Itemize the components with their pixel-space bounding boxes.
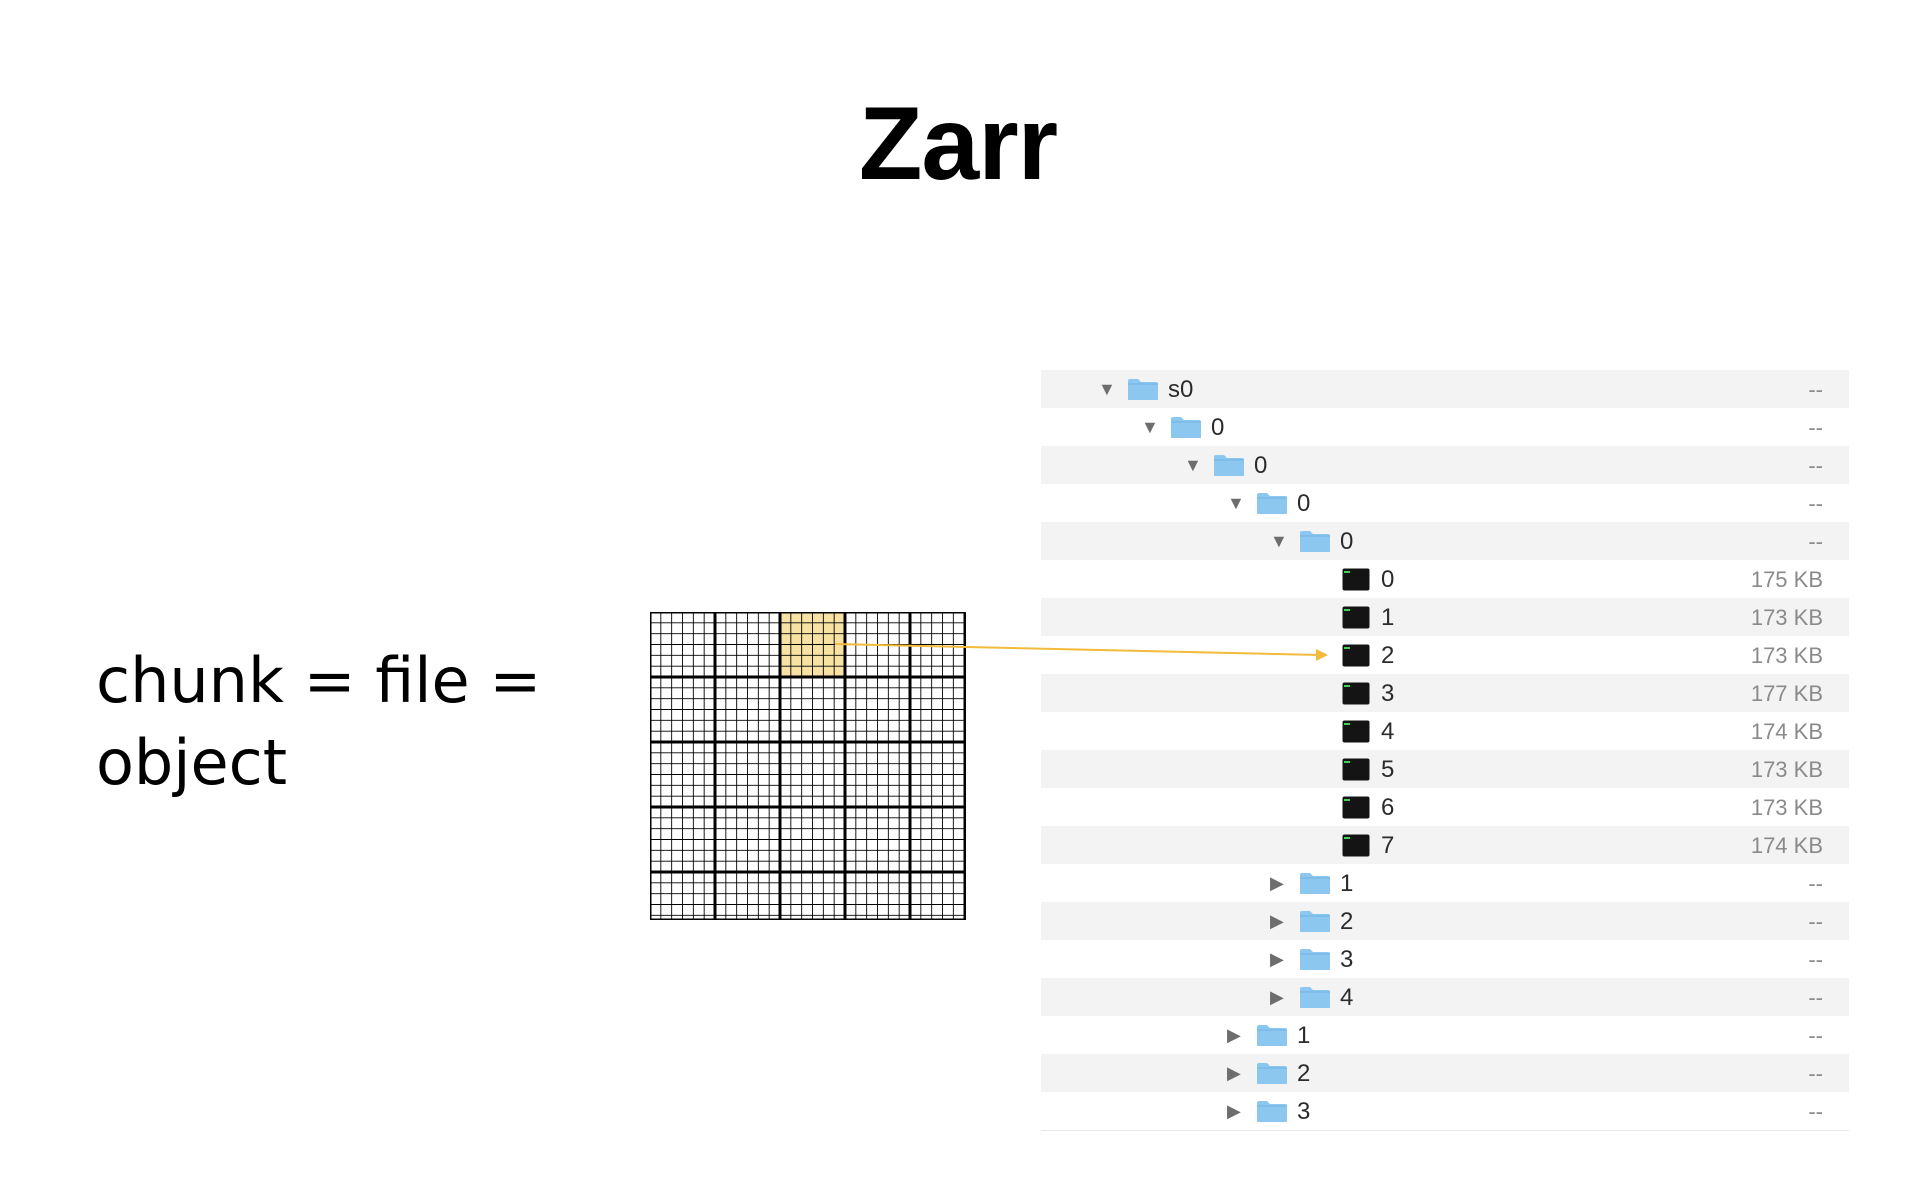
slide-title: Zarr	[858, 86, 1058, 202]
folder-icon	[1256, 1024, 1288, 1047]
disclosure-collapsed-icon[interactable]: ▶	[1270, 949, 1284, 969]
executable-file-icon	[1342, 796, 1370, 819]
tree-item-name: 5	[1381, 756, 1395, 783]
tree-row-folder[interactable]: ▼ s0 --	[1041, 370, 1849, 408]
tree-item-name: 4	[1340, 984, 1354, 1011]
tree-item-size: --	[1808, 453, 1823, 478]
caption-line-2: object	[96, 726, 288, 799]
tree-row-folder[interactable]: ▶ 2 --	[1041, 902, 1849, 940]
tree-item-size: --	[1808, 871, 1823, 896]
tree-item-name: 4	[1381, 718, 1395, 745]
tree-item-size: 173 KB	[1750, 605, 1823, 630]
tree-item-size: 173 KB	[1750, 757, 1823, 782]
disclosure-collapsed-icon[interactable]: ▶	[1227, 1025, 1241, 1045]
tree-row-folder[interactable]: ▼ 0 --	[1041, 522, 1849, 560]
folder-icon	[1170, 416, 1202, 439]
chunk-grid-diagram	[650, 612, 966, 920]
tree-item-name: 1	[1340, 870, 1354, 897]
disclosure-expanded-icon[interactable]: ▼	[1141, 417, 1159, 437]
executable-file-icon	[1342, 682, 1370, 705]
tree-row-file[interactable]: 4 174 KB	[1041, 712, 1849, 750]
tree-item-size: --	[1808, 415, 1823, 440]
tree-item-size: 177 KB	[1750, 681, 1823, 706]
executable-file-icon	[1342, 834, 1370, 857]
tree-item-name: 0	[1381, 566, 1395, 593]
tree-row-file[interactable]: 0 175 KB	[1041, 560, 1849, 598]
tree-item-name: 7	[1381, 832, 1395, 859]
tree-item-name: 3	[1340, 946, 1354, 973]
tree-item-name: s0	[1168, 376, 1194, 403]
tree-item-size: --	[1808, 947, 1823, 972]
tree-row-file[interactable]: 5 173 KB	[1041, 750, 1849, 788]
disclosure-collapsed-icon[interactable]: ▶	[1270, 911, 1284, 931]
tree-row-folder[interactable]: ▼ 0 --	[1041, 408, 1849, 446]
tree-item-size: --	[1808, 1099, 1823, 1124]
tree-item-size: 173 KB	[1750, 795, 1823, 820]
tree-row-file[interactable]: 3 177 KB	[1041, 674, 1849, 712]
tree-item-size: 175 KB	[1750, 567, 1823, 592]
tree-row-folder[interactable]: ▶ 1 --	[1041, 864, 1849, 902]
disclosure-expanded-icon[interactable]: ▼	[1270, 531, 1288, 551]
folder-icon	[1127, 378, 1159, 401]
tree-item-name: 3	[1381, 680, 1395, 707]
tree-item-name: 6	[1381, 794, 1395, 821]
tree-item-size: --	[1808, 491, 1823, 516]
tree-row-folder[interactable]: ▶ 4 --	[1041, 978, 1849, 1016]
disclosure-expanded-icon[interactable]: ▼	[1227, 493, 1245, 513]
caption: chunk = file = object	[96, 640, 616, 804]
tree-row-folder[interactable]: ▶ 3 --	[1041, 1092, 1849, 1131]
tree-row-folder[interactable]: ▼ 0 --	[1041, 484, 1849, 522]
tree-item-name: 0	[1297, 490, 1311, 517]
tree-item-size: --	[1808, 985, 1823, 1010]
tree-item-size: --	[1808, 909, 1823, 934]
tree-item-name: 0	[1340, 528, 1354, 555]
tree-row-folder[interactable]: ▼ 0 --	[1041, 446, 1849, 484]
tree-row-file[interactable]: 6 173 KB	[1041, 788, 1849, 826]
tree-row-file[interactable]: 2 173 KB	[1041, 636, 1849, 674]
disclosure-collapsed-icon[interactable]: ▶	[1270, 873, 1284, 893]
disclosure-collapsed-icon[interactable]: ▶	[1227, 1101, 1241, 1121]
disclosure-collapsed-icon[interactable]: ▶	[1227, 1063, 1241, 1083]
folder-icon	[1256, 1100, 1288, 1123]
tree-row-folder[interactable]: ▶ 1 --	[1041, 1016, 1849, 1054]
tree-item-name: 1	[1381, 604, 1395, 631]
tree-item-name: 1	[1297, 1022, 1311, 1049]
disclosure-expanded-icon[interactable]: ▼	[1184, 455, 1202, 475]
tree-item-name: 0	[1211, 414, 1225, 441]
executable-file-icon	[1342, 644, 1370, 667]
folder-icon	[1256, 492, 1288, 515]
executable-file-icon	[1342, 758, 1370, 781]
folder-icon	[1299, 872, 1331, 895]
tree-row-file[interactable]: 7 174 KB	[1041, 826, 1849, 864]
tree-item-size: --	[1808, 1061, 1823, 1086]
tree-item-size: 173 KB	[1750, 643, 1823, 668]
folder-icon	[1213, 454, 1245, 477]
tree-item-name: 2	[1297, 1060, 1311, 1087]
folder-icon	[1256, 1062, 1288, 1085]
tree-item-size: --	[1808, 377, 1823, 402]
tree-item-name: 2	[1381, 642, 1395, 669]
tree-row-folder[interactable]: ▶ 2 --	[1041, 1054, 1849, 1092]
tree-row-folder[interactable]: ▶ 3 --	[1041, 940, 1849, 978]
folder-icon	[1299, 948, 1331, 971]
tree-item-size: 174 KB	[1750, 719, 1823, 744]
tree-row-file[interactable]: 1 173 KB	[1041, 598, 1849, 636]
folder-icon	[1299, 986, 1331, 1009]
tree-item-size: 174 KB	[1750, 833, 1823, 858]
caption-line-1: chunk = file =	[96, 644, 542, 717]
tree-item-size: --	[1808, 1023, 1823, 1048]
executable-file-icon	[1342, 720, 1370, 743]
disclosure-collapsed-icon[interactable]: ▶	[1270, 987, 1284, 1007]
tree-item-size: --	[1808, 529, 1823, 554]
tree-item-name: 0	[1254, 452, 1268, 479]
folder-icon	[1299, 910, 1331, 933]
executable-file-icon	[1342, 606, 1370, 629]
tree-item-name: 2	[1340, 908, 1354, 935]
tree-item-name: 3	[1297, 1098, 1311, 1125]
folder-icon	[1299, 530, 1331, 553]
disclosure-expanded-icon[interactable]: ▼	[1098, 379, 1116, 399]
executable-file-icon	[1342, 568, 1370, 591]
